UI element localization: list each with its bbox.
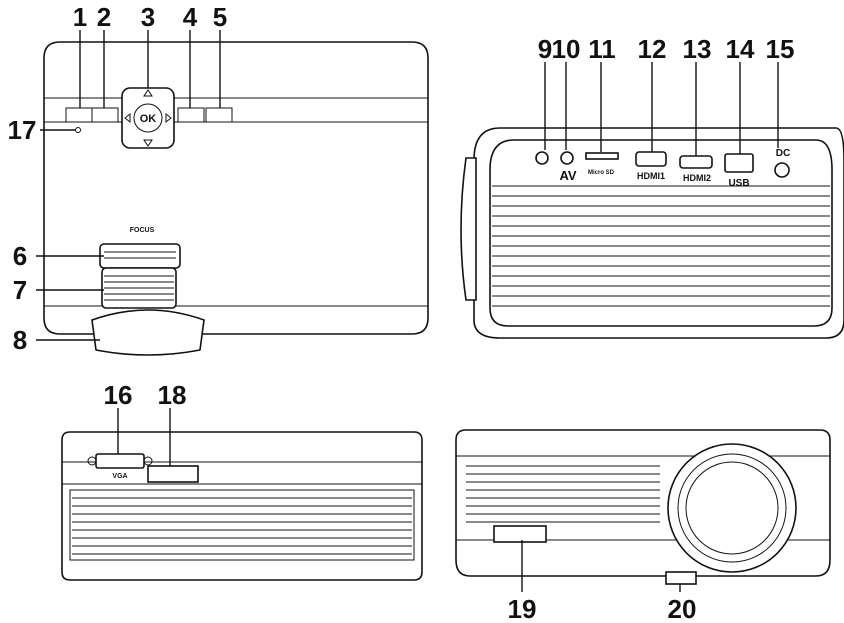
- front-view: [455, 429, 831, 592]
- callout-8: 8: [13, 325, 27, 355]
- vga-label: VGA: [112, 473, 127, 480]
- callout-1: 1: [73, 2, 87, 32]
- hdmi1-label: HDMI1: [637, 171, 665, 181]
- callout-6: 6: [13, 241, 27, 271]
- usb-label: USB: [728, 178, 749, 189]
- callout-7: 7: [13, 275, 27, 305]
- av-label: AV: [559, 168, 576, 183]
- callout-14: 14: [726, 34, 755, 64]
- callout-9: 9: [538, 34, 552, 64]
- callout-10: 10: [552, 34, 581, 64]
- micro-sd-label: Micro SD: [588, 170, 615, 176]
- callout-17: 17: [8, 115, 37, 145]
- callout-16: 16: [104, 380, 133, 410]
- callout-numbers: 1 2 3 4 5 6 7 8 9 10 11 12 13 14 15 16 1…: [8, 2, 795, 623]
- callout-13: 13: [683, 34, 712, 64]
- callout-20: 20: [668, 594, 697, 623]
- vent-grille: [492, 185, 830, 307]
- ok-label: OK: [140, 113, 157, 125]
- callout-15: 15: [766, 34, 795, 64]
- focus-label: FOCUS: [130, 227, 155, 234]
- callout-5: 5: [213, 2, 227, 32]
- callout-12: 12: [638, 34, 667, 64]
- callout-19: 19: [508, 594, 537, 623]
- callout-18: 18: [158, 380, 187, 410]
- side-view-vga: VGA: [61, 408, 423, 581]
- callout-11: 11: [588, 34, 616, 64]
- hdmi2-label: HDMI2: [683, 173, 711, 183]
- callout-2: 2: [97, 2, 111, 32]
- dc-label: DC: [776, 148, 790, 159]
- top-view: OK FOCUS: [36, 30, 429, 356]
- callout-3: 3: [141, 2, 155, 32]
- back-view: AV Micro SD HDMI1 HDMI2 USB DC: [460, 62, 844, 339]
- callout-4: 4: [183, 2, 198, 32]
